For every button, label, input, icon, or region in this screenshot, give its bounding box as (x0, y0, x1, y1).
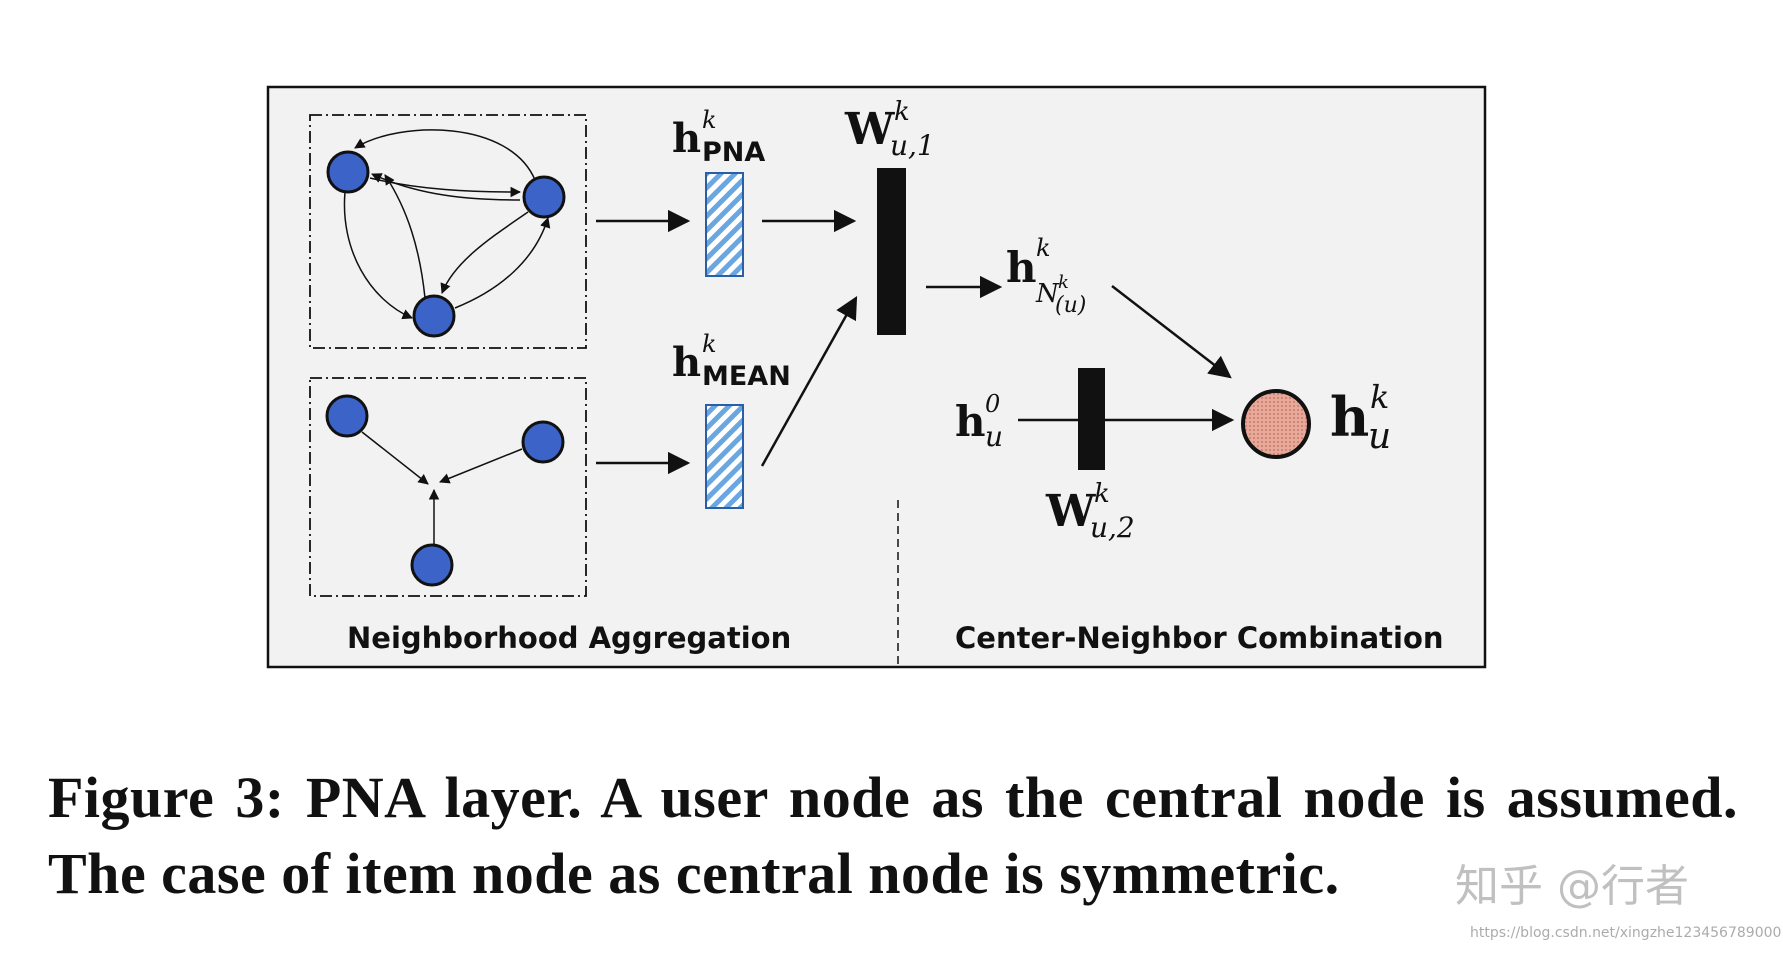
graph-box-bottom (309, 377, 587, 597)
h-n-sub-script: N (1035, 279, 1060, 309)
graph-node (522, 175, 566, 219)
section-label-aggregation: Neighborhood Aggregation (347, 621, 791, 655)
graph-node (410, 543, 454, 587)
label-h-pna: h k PNA (672, 106, 765, 168)
w-u1-sup: k (894, 97, 910, 127)
watermark-url: https://blog.csdn.net/xingzhe12345678900… (1470, 925, 1782, 941)
figure-caption: Figure 3: PNA layer. A user node as the … (48, 765, 1738, 906)
w-u1-base: W (844, 104, 895, 155)
pna-vector (705, 172, 744, 277)
h-uk-sub: u (1368, 416, 1391, 457)
h-u0-sub: u (985, 420, 1003, 453)
h-n-sub-paren: (u) (1055, 293, 1086, 318)
label-w-u1: W k u,1 (844, 97, 935, 162)
arrow-mean-to-w1 (760, 296, 858, 467)
w-u1-matrix (877, 168, 906, 335)
output-node (1241, 389, 1311, 459)
h-pna-sub: PNA (702, 137, 765, 168)
h-mean-sub: MEAN (702, 361, 791, 392)
graph-node (521, 420, 565, 464)
h-uk-base: h (1330, 385, 1369, 449)
w-u2-matrix (1078, 368, 1105, 470)
w-u1-sub: u,1 (890, 129, 935, 162)
label-h-uk: h k u (1330, 378, 1391, 457)
graph-node (412, 294, 456, 338)
label-h-u0: h 0 u (955, 390, 1003, 453)
figure-panel (266, 85, 1487, 669)
h-mean-sup: k (702, 330, 717, 358)
h-u0-base: h (955, 397, 986, 446)
h-mean-base: h (672, 339, 701, 386)
label-w-u2: W k u,2 (1045, 479, 1135, 544)
h-pna-base: h (672, 115, 701, 162)
bottom-graph-edges (361, 431, 523, 544)
label-h-neighbors: h k N k (u) (1006, 234, 1086, 318)
arrow-hn-to-output (1111, 285, 1232, 379)
graph-node (325, 394, 369, 438)
w-u2-base: W (1045, 486, 1096, 537)
mean-vector (705, 404, 744, 509)
graph-node (326, 150, 370, 194)
graph-box-top (309, 114, 587, 349)
watermark-text: 知乎 @行者 (1455, 861, 1689, 912)
h-u0-sup: 0 (985, 390, 1000, 418)
w-u2-sup: k (1094, 479, 1110, 509)
h-pna-sup: k (702, 106, 717, 134)
section-label-combination: Center-Neighbor Combination (955, 621, 1444, 655)
label-h-mean: h k MEAN (672, 330, 791, 392)
h-n-sub-sup: k (1058, 272, 1069, 293)
h-uk-sup: k (1370, 378, 1389, 416)
h-n-base: h (1006, 243, 1037, 292)
h-n-sup: k (1036, 234, 1051, 262)
w-u2-sub: u,2 (1090, 511, 1135, 544)
top-graph-edges (343, 129, 551, 320)
